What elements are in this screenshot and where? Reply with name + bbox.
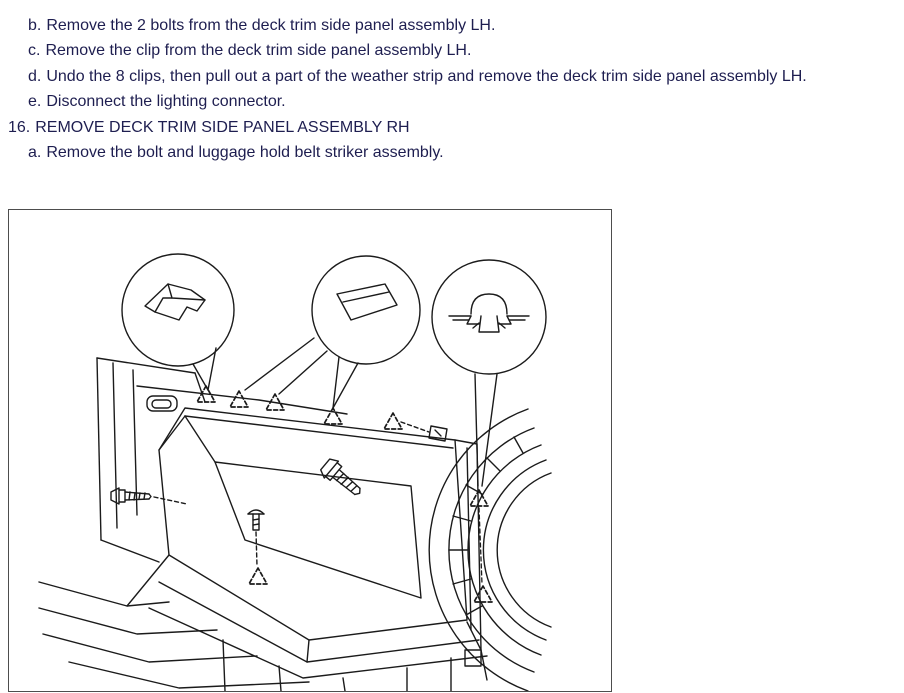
step-label: c. <box>28 42 41 60</box>
step-title: REMOVE DECK TRIM SIDE PANEL ASSEMBLY RH <box>35 118 410 136</box>
bolt-center-icon <box>320 458 361 496</box>
step-label: d. <box>28 67 42 85</box>
push-clip-cross-section-icon <box>448 293 530 334</box>
deck-trim-side-panel <box>158 407 468 642</box>
instruction-line-a: a.Remove the bolt and luggage hold belt … <box>0 140 904 165</box>
step-text: Remove the bolt and luggage hold belt st… <box>46 144 444 162</box>
instruction-line-e: e.Disconnect the lighting connector. <box>0 89 904 114</box>
instruction-list: b.Remove the 2 bolts from the deck trim … <box>0 13 904 165</box>
deck-trim-figure <box>8 209 612 693</box>
clip-seat-icon <box>400 421 448 443</box>
clip-marker <box>265 393 285 412</box>
clip-marker <box>229 390 249 409</box>
step-text: Disconnect the lighting connector. <box>46 93 286 111</box>
left-body-panel <box>96 357 348 564</box>
wheel-arch-weatherstrip <box>428 408 552 692</box>
rear-pillar-trim <box>454 439 488 682</box>
step-text: Remove the 2 bolts from the deck trim si… <box>46 17 496 34</box>
floor-structure <box>38 554 488 692</box>
step-text: Undo the 8 clips, then pull out a part o… <box>46 67 807 85</box>
callout-balloon-2 <box>244 255 421 410</box>
clip-marker <box>473 585 493 604</box>
clip-marker <box>196 385 216 404</box>
step-number: 16. <box>8 118 31 136</box>
callout-balloon-3 <box>431 259 547 488</box>
trim-clip-top-view-icon <box>336 283 398 322</box>
bolt-left-icon <box>110 487 188 506</box>
clip-markers <box>196 385 493 604</box>
clip-marker <box>248 567 268 586</box>
clip-marker <box>323 407 343 426</box>
instruction-line-b: b.Remove the 2 bolts from the deck trim … <box>0 13 904 38</box>
clip-marker <box>383 412 403 431</box>
instruction-step-16: 16.REMOVE DECK TRIM SIDE PANEL ASSEMBLY … <box>0 115 904 140</box>
instruction-line-c: c.Remove the clip from the deck trim sid… <box>0 38 904 63</box>
trim-clip-side-view-icon <box>144 283 206 322</box>
instruction-line-d: d.Undo the 8 clips, then pull out a part… <box>0 64 904 89</box>
screw-clip-icon <box>247 509 265 568</box>
step-label: e. <box>28 93 42 111</box>
figure-drawing <box>38 253 552 692</box>
step-label: b. <box>28 17 42 34</box>
clip-marker <box>469 489 489 508</box>
callout-balloon-1 <box>121 253 235 392</box>
step-label: a. <box>28 144 42 162</box>
step-text: Remove the clip from the deck trim side … <box>45 42 472 60</box>
